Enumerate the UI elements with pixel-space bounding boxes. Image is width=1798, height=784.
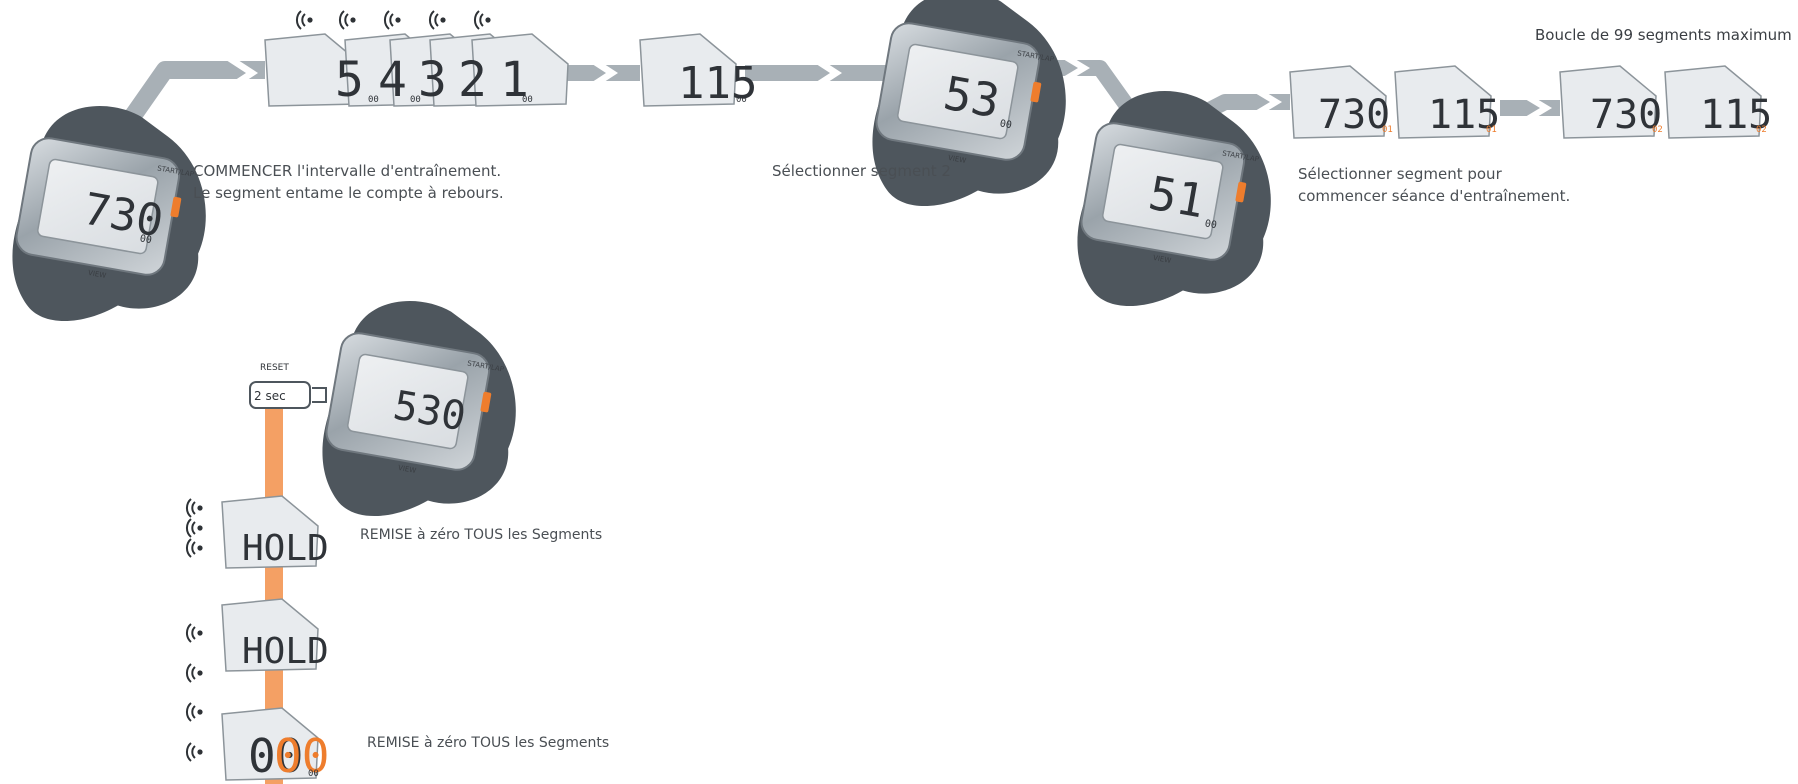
zero-panel-left: 00 xyxy=(248,729,303,783)
countdown-digit-1: 1 xyxy=(500,52,529,108)
watch-right-sub: 00 xyxy=(1204,218,1218,231)
countdown-digit-4: 4 xyxy=(378,52,407,108)
caption-start-line1: COMMENCER l'intervalle d'entraînement. xyxy=(193,162,502,180)
countdown-sub-1: 00 xyxy=(522,95,533,105)
countdown-digit-5: 5 xyxy=(335,52,364,108)
countdown-sub-4: 00 xyxy=(410,95,421,105)
zero-panel: 00 00 00 xyxy=(221,707,329,783)
reset-button-label: RESET xyxy=(260,363,289,373)
sound-icon xyxy=(185,663,204,683)
segment-panel-1-sub: 00 xyxy=(736,95,747,105)
loop-panel-4-digits: 115 xyxy=(1700,92,1772,138)
loop-panel-1-digits: 730 xyxy=(1318,92,1390,138)
sound-icon xyxy=(473,10,492,30)
segment-panel-1-digits: 115 xyxy=(678,58,757,109)
sound-icon xyxy=(185,623,204,643)
loop-panel-2-sub: 01 xyxy=(1486,125,1497,135)
sound-icon xyxy=(185,742,204,762)
countdown-digit-3: 3 xyxy=(418,52,447,108)
watch-middle-sub: 00 xyxy=(999,118,1013,131)
loop-panel-2-digits: 115 xyxy=(1428,92,1500,138)
hold-panel-1-digits: HOLD xyxy=(242,528,329,569)
reset-hand: RESET 2 sec xyxy=(249,363,327,409)
caption-start-line2: Le segment entame le compte à rebours. xyxy=(193,184,504,202)
zero-panel-sub: 00 xyxy=(308,769,319,779)
watch-reset-bottom-label: VIEW xyxy=(397,464,416,475)
loop-panel-4-sub: 02 xyxy=(1756,125,1767,135)
hold-panel-2-digits: HOLD xyxy=(242,631,329,672)
sound-icon xyxy=(185,518,204,538)
countdown-digit-2: 2 xyxy=(458,52,487,108)
loop-panels: 730 01 115 01 730 02 115 02 xyxy=(1289,65,1772,139)
watch-right-digits: 51 xyxy=(1145,166,1209,229)
hold-panel-1: HOLD xyxy=(221,495,329,569)
caption-reset-all-2: REMISE à zéro TOUS les Segments xyxy=(367,735,609,751)
sound-icon xyxy=(338,10,357,30)
reset-duration-label: 2 sec xyxy=(254,389,286,403)
caption-select-line2: commencer séance d'entraînement. xyxy=(1298,187,1571,205)
watch-main-bottom-label: VIEW xyxy=(87,269,106,280)
sound-icon xyxy=(185,538,204,558)
watch-right-bottom-label: VIEW xyxy=(1152,254,1171,265)
caption-reset-all-1-text: REMISE à zéro TOUS les Segments xyxy=(360,527,603,543)
loop-panel-3-digits: 730 xyxy=(1590,92,1662,138)
caption-select-segment-2: Sélectionner segment 2 xyxy=(772,162,951,180)
sound-icon xyxy=(383,10,402,30)
watch-main-sub: 00 xyxy=(139,233,153,246)
watch-middle-bottom-label: VIEW xyxy=(947,154,966,165)
countdown-group: 5 4 3 2 1 00 00 00 xyxy=(264,10,569,108)
caption-select-segment: Sélectionner segment pour commencer séan… xyxy=(1298,163,1570,207)
caption-reset-all-2-text: REMISE à zéro TOUS les Segments xyxy=(367,735,610,751)
segment-panel-1: 115 00 xyxy=(639,33,757,109)
sound-icon xyxy=(428,10,447,30)
countdown-sub-5: 00 xyxy=(368,95,379,105)
caption-select-line1: Sélectionner segment pour xyxy=(1298,165,1502,183)
caption-loop-text: Boucle de 99 segments maximum xyxy=(1535,26,1792,44)
watch-middle-digits: 53 xyxy=(940,66,1004,129)
sound-icon xyxy=(185,498,204,518)
loop-panel-3-sub: 02 xyxy=(1652,125,1663,135)
zero-panel-right: 00 xyxy=(274,729,329,783)
caption-reset-all-1: REMISE à zéro TOUS les Segments xyxy=(360,527,602,543)
sound-icon xyxy=(185,702,204,722)
hold-panel-2: HOLD xyxy=(221,598,329,672)
caption-select-segment-2-text: Sélectionner segment 2 xyxy=(772,162,951,180)
watch-reset: START/LAP VIEW 530 xyxy=(310,287,535,540)
sound-icon xyxy=(295,10,314,30)
watch-middle: START/LAP VIEW 53 00 xyxy=(860,0,1085,230)
watch-main: START/LAP VIEW 730 00 xyxy=(0,92,225,345)
watch-right: START/LAP VIEW 51 00 xyxy=(1065,77,1290,330)
loop-panel-1-sub: 01 xyxy=(1382,125,1393,135)
caption-start: COMMENCER l'intervalle d'entraînement. L… xyxy=(193,160,504,204)
caption-loop: Boucle de 99 segments maximum xyxy=(1535,26,1792,44)
